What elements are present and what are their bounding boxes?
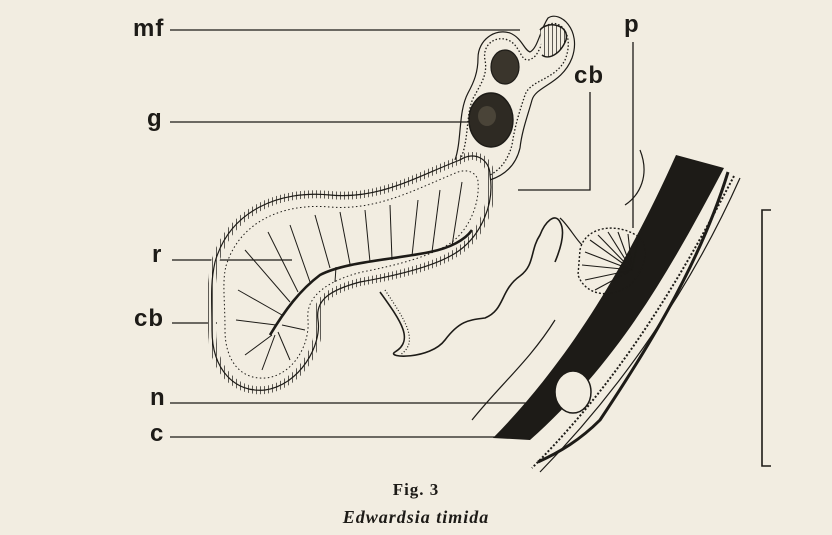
body-wall	[472, 150, 740, 472]
label-cb-left: cb	[134, 307, 164, 331]
label-g: g	[147, 107, 163, 131]
label-c: c	[150, 422, 164, 446]
figure-caption: Edwardsia timida	[0, 507, 832, 528]
figure-number: Fig. 3	[0, 480, 832, 500]
label-cb-top: cb	[574, 64, 604, 88]
gonad-small	[491, 50, 519, 84]
mesenterial-filament-body	[212, 156, 491, 390]
label-n: n	[150, 386, 166, 410]
label-mf: mf	[133, 17, 164, 41]
leader-cb-top	[518, 92, 590, 190]
label-r: r	[152, 243, 162, 267]
nerve-lumen	[555, 371, 591, 413]
scale-bar	[762, 210, 771, 466]
label-p: p	[624, 13, 640, 37]
